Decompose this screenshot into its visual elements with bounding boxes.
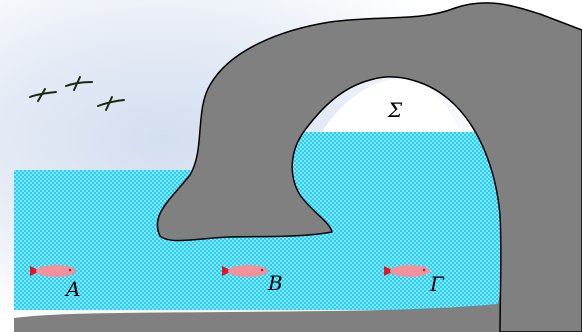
birds-group [29, 76, 125, 111]
label-point-a: A [64, 277, 80, 301]
fish-icon [30, 265, 76, 277]
bird-icon [97, 96, 125, 111]
label-point-b: B [267, 271, 283, 295]
bird-icon [29, 88, 57, 102]
air-pocket [322, 79, 460, 132]
label-sigma: Σ [387, 98, 403, 122]
fish-icon [384, 265, 430, 277]
bird-icon [65, 76, 93, 91]
label-point-gamma: Γ [429, 272, 445, 296]
rock-arch [156, 2, 582, 332]
fish-icon [222, 265, 268, 277]
